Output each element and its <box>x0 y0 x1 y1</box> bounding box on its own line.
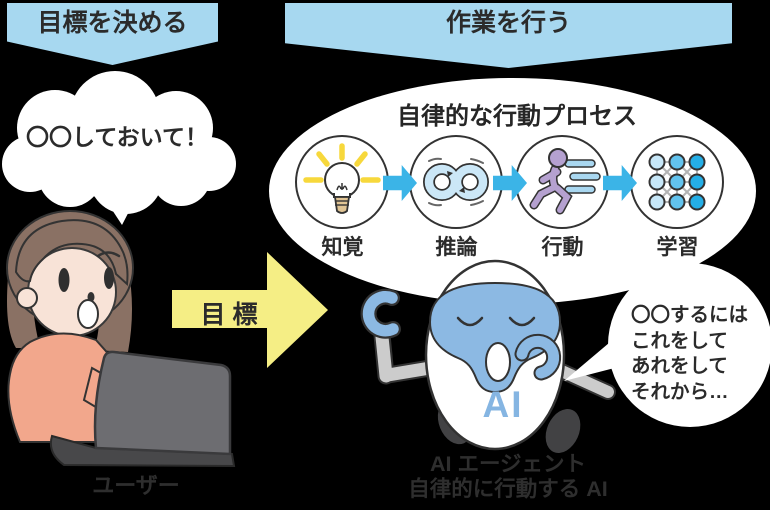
step-label-perception: 知覚 <box>321 236 364 259</box>
lightbulb-bulb <box>324 162 360 214</box>
runner-figure <box>529 148 573 215</box>
banner-perform-work: 作業を行う <box>285 3 732 68</box>
user-illustration <box>6 210 236 468</box>
robot-face-visor <box>428 281 562 394</box>
motion-dashes <box>428 157 484 207</box>
step-circle-perception <box>295 135 389 229</box>
infinity-loop <box>423 163 489 201</box>
agent-bubble-text: 〇〇するには これをして あれをして それから… <box>631 303 770 405</box>
step-circle-reasoning <box>409 135 503 229</box>
agent-bubble-line-2: これをして <box>631 329 728 352</box>
user-bangs <box>14 219 129 287</box>
caption-agent: AI エージェント 自律的に行動する AI <box>358 452 658 502</box>
neural-network-icon <box>648 153 706 211</box>
robot-body-label: AI <box>483 384 524 425</box>
robot-right-hand <box>514 333 562 381</box>
robot-left-arm <box>373 326 439 385</box>
user-speech-bubble <box>2 71 236 225</box>
step-label-reasoning: 推論 <box>435 236 478 259</box>
caption-user: ユーザー <box>92 473 180 498</box>
laptop-screen <box>93 350 232 456</box>
robot-left-hand <box>360 288 401 339</box>
robot-mouth <box>485 342 511 382</box>
agent-bubble-line-1: 〇〇するには <box>631 304 749 326</box>
user-bubble-text: 〇〇しておいて！ <box>26 124 208 150</box>
user-ear <box>16 287 38 309</box>
banner-decide-goal: 目標を決める <box>7 3 218 65</box>
user-face-features <box>58 251 121 329</box>
robot-eyes <box>456 316 536 327</box>
agent-bubble-line-4: それから… <box>631 380 729 403</box>
process-title: 自律的な行動プロセス <box>397 103 637 130</box>
lightbulb-rays <box>303 143 381 183</box>
step-circle-learning <box>630 135 724 229</box>
banner-decide-goal-label: 目標を決める <box>37 9 188 37</box>
step-label-action: 行動 <box>541 236 584 259</box>
speed-lines <box>564 159 601 194</box>
agent-bubble-line-3: あれをして <box>631 355 728 377</box>
goal-arrow-label: 目 標 <box>200 301 258 329</box>
ai-robot: AI <box>360 259 616 453</box>
lightbulb-icon <box>303 143 381 214</box>
network-nodes <box>648 153 706 211</box>
agent-speech-bubble <box>608 263 770 427</box>
step-circle-action <box>515 135 609 229</box>
running-person-icon <box>529 148 601 215</box>
caption-agent-line-1: AI エージェント <box>429 452 587 476</box>
step-label-learning: 学習 <box>656 236 699 259</box>
banner-perform-work-label: 作業を行う <box>445 9 571 37</box>
cloud-shape <box>2 71 236 225</box>
caption-agent-line-2: 自律的に行動する AI <box>408 477 608 501</box>
infinity-loop-icon <box>423 157 489 207</box>
goal-arrow <box>172 252 328 368</box>
